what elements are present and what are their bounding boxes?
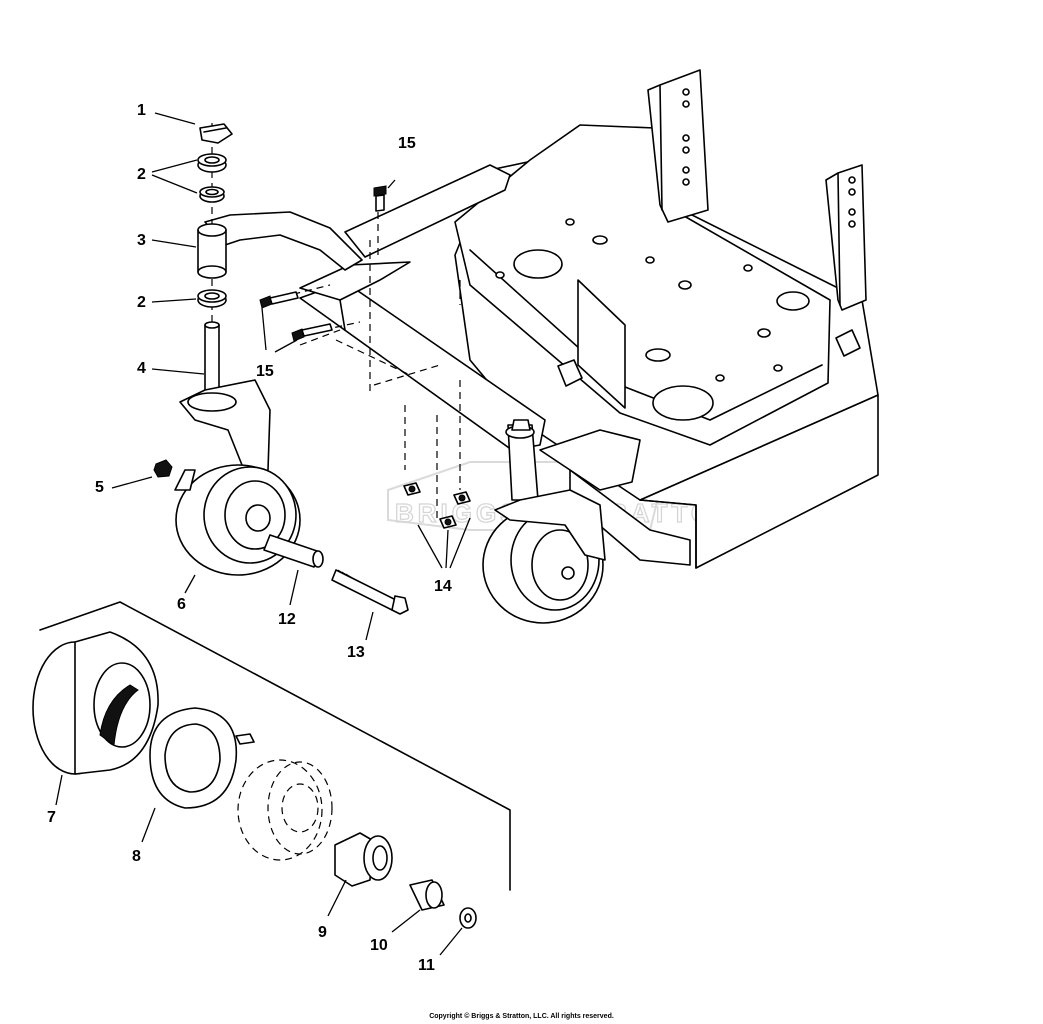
callout-15-lower: 15: [256, 363, 274, 380]
callout-2-top: 2: [137, 166, 146, 183]
callout-3: 3: [137, 232, 146, 249]
callout-9: 9: [318, 924, 327, 941]
callout-4: 4: [137, 360, 146, 377]
axle-bolt: [331, 569, 397, 611]
callout-13: 13: [347, 644, 365, 661]
callout-1: 1: [137, 102, 146, 119]
caster-stack: [153, 123, 409, 615]
detail-frame: [39, 601, 511, 891]
caster-arm-assembly: [204, 164, 691, 566]
hardware: [259, 185, 471, 529]
callout-14: 14: [434, 578, 452, 595]
callout-11: 11: [418, 957, 435, 974]
rim: [237, 759, 323, 861]
dust-cap: [199, 123, 233, 144]
mower-deck: [454, 69, 879, 569]
callout-6: 6: [177, 596, 186, 613]
wheel-detail: [32, 601, 511, 929]
lock-nut: [153, 459, 173, 478]
callout-5: 5: [95, 479, 104, 496]
copyright-notice: Copyright © Briggs & Stratton, LLC. All …: [429, 1013, 614, 1020]
hub: [334, 832, 373, 887]
callout-15-top: 15: [398, 135, 416, 152]
callout-7: 7: [47, 809, 56, 826]
callout-10: 10: [370, 937, 388, 954]
leader-lines: [55, 112, 471, 956]
callout-labels: 1 2 3 2 4 5 6 7 8 9 10 11 12 13 14 15 15: [47, 102, 452, 974]
callout-8: 8: [132, 848, 141, 865]
spacer-tube: [263, 534, 321, 568]
caster-right: [482, 419, 606, 624]
callout-2-lower: 2: [137, 294, 146, 311]
callout-12: 12: [278, 611, 296, 628]
